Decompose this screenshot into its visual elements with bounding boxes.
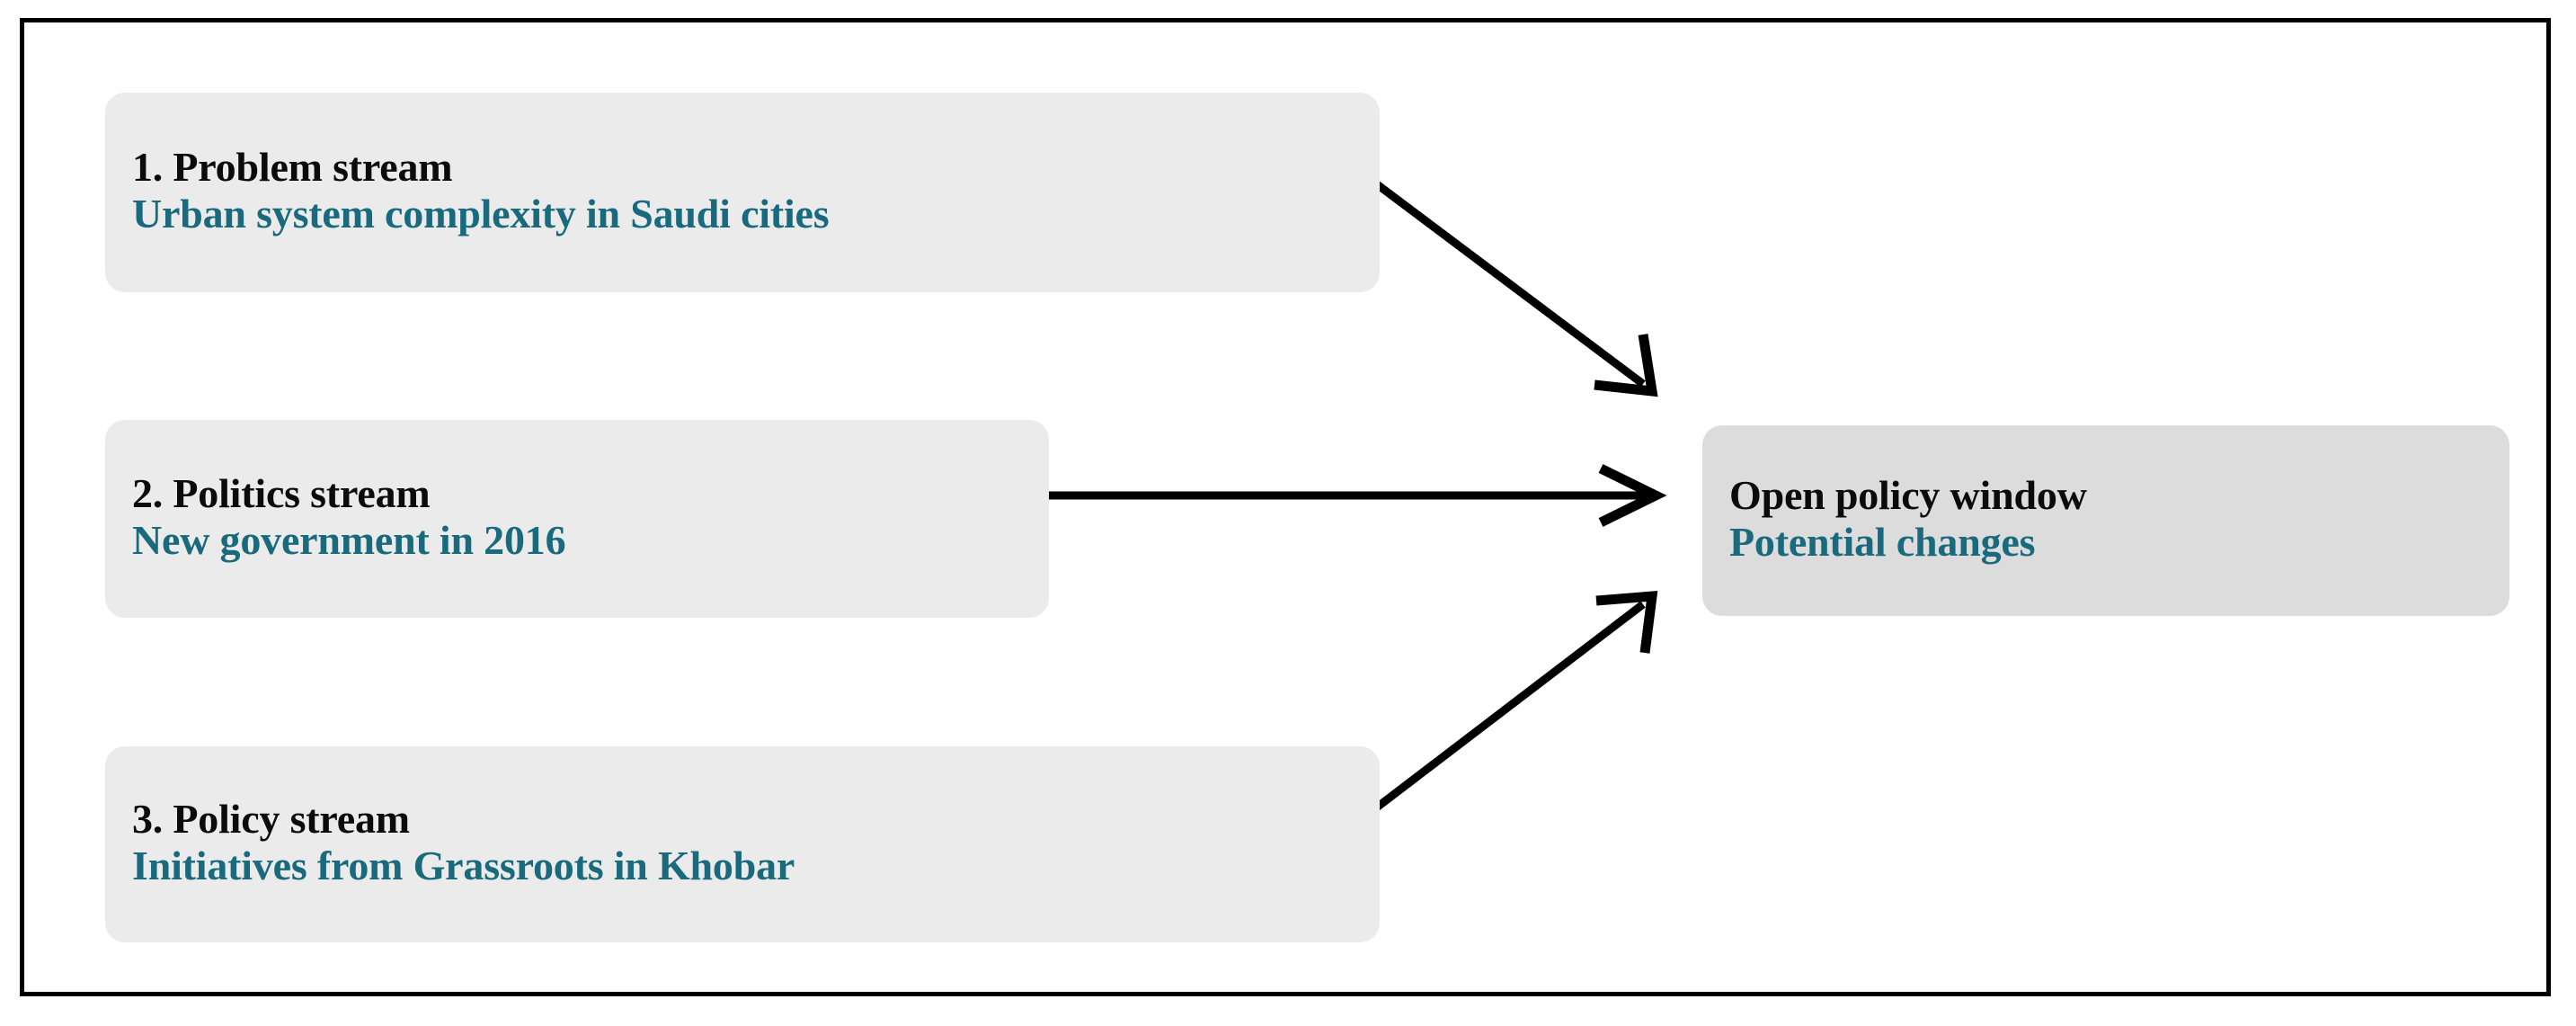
arrow-problem-to-window-line [1356,167,1646,388]
node-open-policy-window-title: Open policy window [1729,472,2087,519]
node-open-policy-window-subtitle: Potential changes [1729,519,2036,565]
node-policy-stream[interactable]: 3. Policy stream Initiatives from Grassr… [105,746,1380,942]
node-policy-stream-title: 3. Policy stream [132,796,410,843]
diagram-frame: 1. Problem stream Urban system complexit… [20,18,2551,996]
arrow-policy-to-window-line [1356,601,1646,825]
node-policy-stream-subtitle: Initiatives from Grassroots in Khobar [132,843,795,888]
arrow-problem-to-window-head [1594,334,1658,397]
arrow-politics-to-window-head [1598,464,1667,527]
node-politics-stream-title: 2. Politics stream [132,470,431,517]
arrow-policy-to-window-head [1595,590,1658,654]
node-politics-stream[interactable]: 2. Politics stream New government in 201… [105,420,1049,618]
node-problem-stream-title: 1. Problem stream [132,144,453,191]
node-problem-stream-subtitle: Urban system complexity in Saudi cities [132,191,830,236]
node-problem-stream[interactable]: 1. Problem stream Urban system complexit… [105,93,1380,292]
node-open-policy-window[interactable]: Open policy window Potential changes [1702,425,2509,616]
node-politics-stream-subtitle: New government in 2016 [132,517,566,563]
